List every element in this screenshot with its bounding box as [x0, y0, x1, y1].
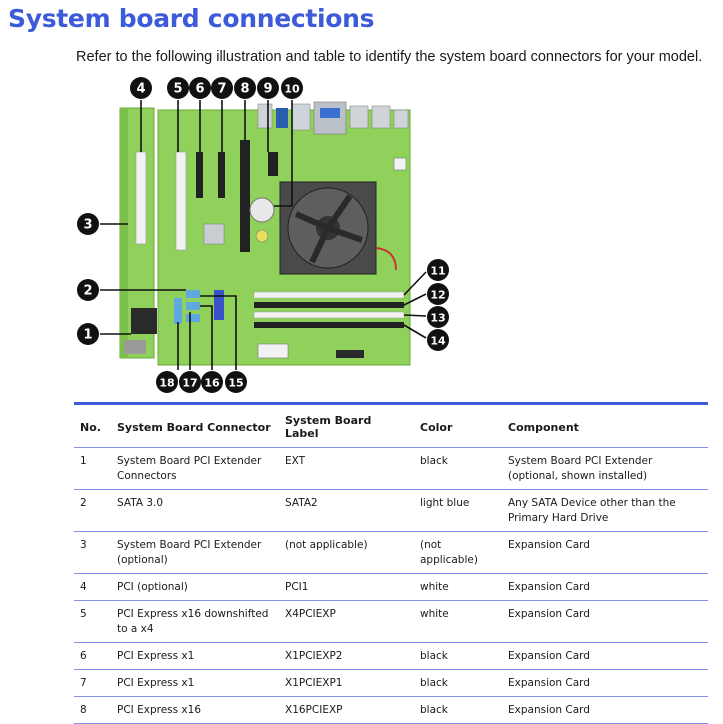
- intro-text: Refer to the following illustration and …: [76, 49, 703, 65]
- cell-color: (not applicable): [420, 539, 478, 566]
- header-label: System Board Label: [285, 414, 372, 440]
- cell-no: 2: [80, 497, 87, 509]
- table-row: 4 PCI (optional) PCI1 white Expansion Ca…: [74, 574, 708, 601]
- cell-color: white: [420, 581, 449, 593]
- svg-text:5: 5: [173, 82, 182, 97]
- cell-connector: PCI (optional): [117, 581, 188, 593]
- callout-1: 1: [77, 323, 99, 345]
- callout-16: 16: [201, 371, 223, 393]
- callout-4: 4: [130, 77, 152, 99]
- callout-9: 9: [257, 77, 279, 99]
- callout-17: 17: [179, 371, 201, 393]
- svg-text:3: 3: [83, 218, 92, 233]
- callout-8: 8: [234, 77, 256, 99]
- cell-component: Any SATA Device other than the Primary H…: [508, 497, 676, 524]
- cell-component: Expansion Card: [508, 539, 590, 551]
- callout-14: 14: [427, 329, 449, 351]
- callout-13: 13: [427, 306, 449, 328]
- svg-text:13: 13: [430, 312, 445, 325]
- cell-label: EXT: [285, 455, 306, 467]
- svg-text:2: 2: [83, 284, 92, 299]
- cell-no: 3: [80, 539, 87, 551]
- svg-text:11: 11: [430, 265, 445, 278]
- callout-11: 11: [427, 259, 449, 281]
- svg-text:12: 12: [430, 289, 445, 302]
- svg-text:16: 16: [204, 377, 220, 390]
- system-board-illustration: 4 5 6 7 8 9 10 3 2 1 11 12 13 14 18 17 1…: [77, 77, 449, 393]
- cell-no: 5: [80, 608, 87, 620]
- callout-lines: [100, 100, 427, 370]
- cell-component: System Board PCI Extender (optional, sho…: [508, 455, 653, 482]
- main-system-board: [157, 101, 411, 366]
- cell-connector: PCI Express x1: [117, 650, 195, 662]
- page-title: System board connections: [8, 4, 375, 33]
- cell-color: black: [420, 677, 448, 689]
- cell-no: 8: [80, 704, 87, 716]
- cell-color: black: [420, 455, 448, 467]
- cell-connector: System Board PCI Extender Connectors: [117, 455, 262, 482]
- callout-7: 7: [211, 77, 233, 99]
- svg-text:14: 14: [430, 335, 446, 348]
- callout-10: 10: [281, 77, 303, 99]
- svg-text:7: 7: [217, 82, 226, 97]
- cell-connector: PCI Express x1: [117, 677, 195, 689]
- callout-3: 3: [77, 213, 99, 235]
- header-no: No.: [80, 420, 101, 434]
- cell-component: Expansion Card: [508, 608, 590, 620]
- cell-label: X1PCIEXP2: [285, 650, 343, 662]
- header-connector: System Board Connector: [117, 420, 271, 434]
- cell-no: 1: [80, 455, 87, 467]
- cell-component: Expansion Card: [508, 704, 590, 716]
- table-row: 6 PCI Express x1 X1PCIEXP2 black Expansi…: [74, 643, 708, 670]
- cell-label: X4PCIEXP: [285, 608, 336, 620]
- table-row: 3 System Board PCI Extender (optional) (…: [74, 532, 708, 574]
- callout-2: 2: [77, 279, 99, 301]
- cell-color: black: [420, 704, 448, 716]
- svg-text:8: 8: [240, 82, 249, 97]
- svg-text:17: 17: [182, 377, 197, 390]
- cell-connector: PCI Express x16: [117, 704, 202, 716]
- cell-label: X16PCIEXP: [285, 704, 343, 716]
- pci-extender-card: [119, 107, 157, 359]
- table-row: 1 System Board PCI Extender Connectors E…: [74, 448, 708, 490]
- header-component: Component: [508, 420, 579, 434]
- cell-color: white: [420, 608, 449, 620]
- cell-no: 6: [80, 650, 87, 662]
- table-row: 5 PCI Express x16 downshifted to a x4 X4…: [74, 601, 708, 643]
- table-row: 8 PCI Express x16 X16PCIEXP black Expans…: [74, 697, 708, 724]
- cell-connector: PCI Express x16 downshifted to a x4: [117, 608, 269, 635]
- cell-label: (not applicable): [285, 539, 368, 551]
- cell-no: 7: [80, 677, 87, 689]
- svg-text:15: 15: [228, 377, 243, 390]
- cell-component: Expansion Card: [508, 650, 590, 662]
- callout-18: 18: [156, 371, 178, 393]
- cell-label: SATA2: [285, 497, 318, 509]
- callout-5: 5: [167, 77, 189, 99]
- callout-12: 12: [427, 283, 449, 305]
- cell-color: black: [420, 650, 448, 662]
- svg-text:18: 18: [159, 377, 174, 390]
- cell-component: Expansion Card: [508, 581, 590, 593]
- cell-label: X1PCIEXP1: [285, 677, 343, 689]
- table-row: 7 PCI Express x1 X1PCIEXP1 black Expansi…: [74, 670, 708, 697]
- connectors-table: No. System Board Connector System Board …: [74, 402, 708, 724]
- cell-label: PCI1: [285, 581, 309, 593]
- cell-component: Expansion Card: [508, 677, 590, 689]
- cell-connector: System Board PCI Extender (optional): [117, 539, 262, 566]
- cell-color: light blue: [420, 497, 470, 509]
- header-color: Color: [420, 420, 453, 434]
- table-header-row: No. System Board Connector System Board …: [74, 403, 708, 448]
- callout-badges: 4 5 6 7 8 9 10 3 2 1 11 12 13 14 18 17 1…: [77, 77, 449, 393]
- callout-6: 6: [189, 77, 211, 99]
- svg-text:6: 6: [195, 82, 204, 97]
- svg-text:9: 9: [263, 82, 272, 97]
- cell-connector: SATA 3.0: [117, 497, 164, 509]
- cell-no: 4: [80, 581, 87, 593]
- table-row: 2 SATA 3.0 SATA2 light blue Any SATA Dev…: [74, 490, 708, 532]
- svg-text:4: 4: [136, 82, 145, 97]
- svg-text:1: 1: [83, 328, 92, 343]
- svg-text:10: 10: [284, 83, 300, 96]
- callout-15: 15: [225, 371, 247, 393]
